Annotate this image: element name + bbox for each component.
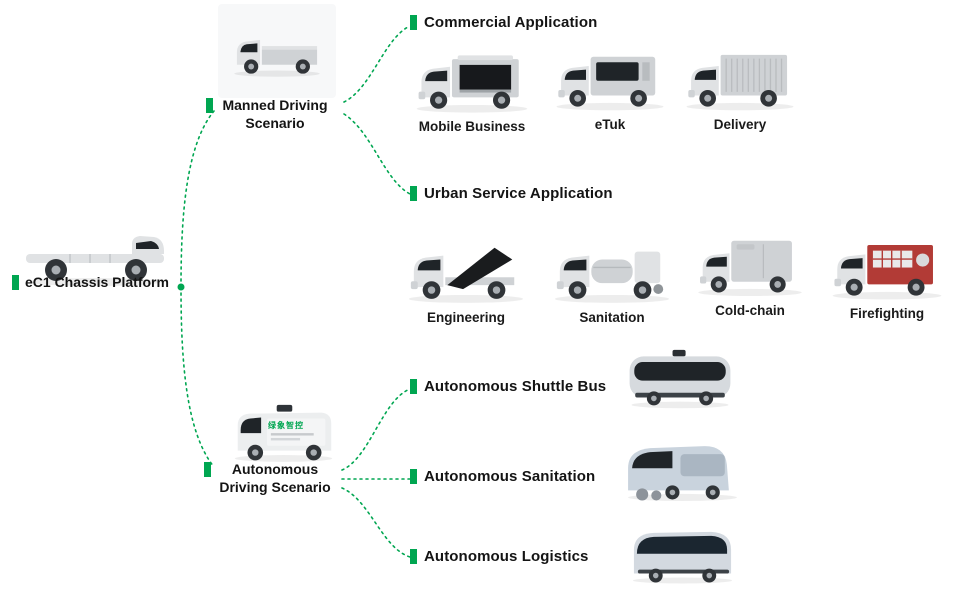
- manned-label-text: Manned Driving Scenario: [222, 97, 328, 131]
- etuk-vehicle-icon: [556, 56, 664, 111]
- vehicle-engineering: Engineering: [402, 230, 530, 325]
- auto-logistics-bullet-icon: [410, 549, 417, 564]
- vehicle-firefighting: Firefighting: [826, 230, 948, 321]
- chassis-vehicle-icon: [26, 236, 164, 286]
- vehicle-name-delivery: Delivery: [713, 117, 767, 133]
- manned-scenario-card: [218, 4, 336, 98]
- vehicle-cold-chain: Cold-chain: [692, 230, 808, 318]
- manned-scenario-label: Manned Driving Scenario: [206, 97, 342, 132]
- urban-service-heading: Urban Service Application: [410, 185, 613, 202]
- vehicle-delivery: Delivery: [680, 42, 800, 132]
- shuttle-bus-icon: [629, 349, 731, 409]
- vehicle-name-etuk: eTuk: [594, 117, 626, 133]
- autonomous-logistics-image: [626, 524, 740, 585]
- vehicle-etuk: eTuk: [550, 42, 670, 132]
- root-bullet-icon: [12, 275, 19, 290]
- cold-chain-vehicle-icon: [698, 240, 802, 297]
- commercial-title-text: Commercial Application: [424, 14, 598, 31]
- autonomous-van-node: 绿象智控: [228, 400, 340, 464]
- autonomous-sanitation-heading: Autonomous Sanitation: [410, 468, 595, 485]
- vehicle-name-firefighting: Firefighting: [849, 306, 925, 322]
- autonomous-sanitation-image: [620, 438, 746, 503]
- commercial-application-heading: Commercial Application: [410, 14, 597, 31]
- autonomous-scenario-label: Autonomous Driving Scenario: [204, 461, 344, 496]
- delivery-vehicle-icon: [686, 54, 794, 111]
- manned-bullet-icon: [206, 98, 213, 113]
- autonomous-van-icon: [234, 404, 333, 462]
- auto-logistics-vehicle-icon: [632, 531, 733, 584]
- root-node-label: eC1 Chassis Platform: [12, 274, 169, 290]
- urban-title-text: Urban Service Application: [424, 185, 613, 202]
- autonomous-shuttle-image: [624, 348, 736, 410]
- autonomous-label-text: Autonomous Driving Scenario: [219, 461, 331, 495]
- commercial-bullet-icon: [410, 15, 417, 30]
- vehicle-name-sanitation: Sanitation: [579, 309, 645, 325]
- vehicle-name-engineering: Engineering: [426, 309, 505, 325]
- vehicle-sanitation: Sanitation: [548, 230, 676, 325]
- autonomous-shuttle-heading: Autonomous Shuttle Bus: [410, 378, 606, 395]
- sanitation-vehicle-icon: [554, 251, 670, 303]
- vehicle-mobile-business: Mobile Business: [410, 42, 534, 134]
- pickup-vehicle-icon: [234, 40, 320, 78]
- firefighting-vehicle-icon: [832, 245, 942, 300]
- engineering-vehicle-icon: [408, 247, 524, 303]
- mobile-business-vehicle-icon: [416, 55, 528, 113]
- auto-sanitation-vehicle-icon: [628, 446, 737, 501]
- chassis-platform-image: [20, 208, 170, 292]
- auto-sanitation-title-text: Autonomous Sanitation: [424, 468, 596, 485]
- autonomous-bullet-icon: [204, 462, 211, 477]
- shuttle-title-text: Autonomous Shuttle Bus: [424, 378, 607, 395]
- urban-bullet-icon: [410, 186, 417, 201]
- autonomous-logistics-heading: Autonomous Logistics: [410, 548, 589, 565]
- root-label-text: eC1 Chassis Platform: [25, 274, 169, 290]
- van-brand-text: 绿象智控: [268, 421, 304, 430]
- vehicle-name-mobile-business: Mobile Business: [418, 119, 526, 135]
- shuttle-bullet-icon: [410, 379, 417, 394]
- auto-logistics-title-text: Autonomous Logistics: [424, 548, 589, 565]
- auto-sanitation-bullet-icon: [410, 469, 417, 484]
- vehicle-name-cold-chain: Cold-chain: [715, 302, 785, 318]
